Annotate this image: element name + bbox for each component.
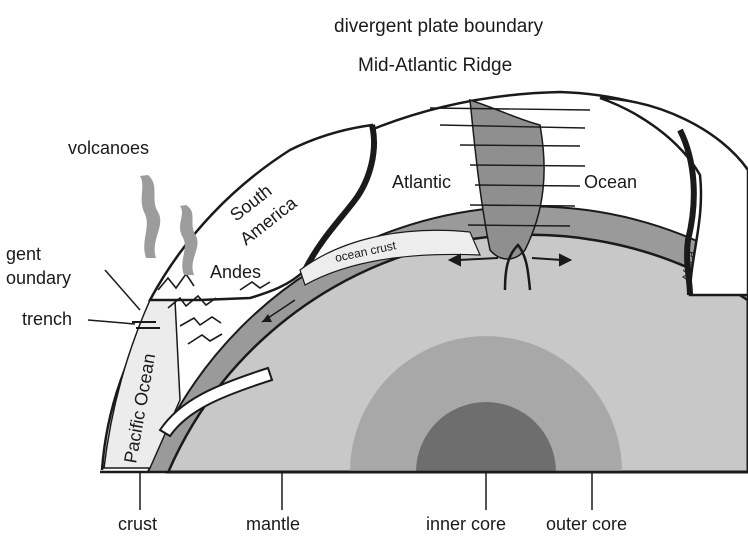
mantle-label: mantle bbox=[246, 514, 300, 534]
volcano-plumes bbox=[140, 175, 198, 275]
inner-core-label: inner core bbox=[426, 514, 506, 534]
atlantic-label: Atlantic bbox=[392, 172, 451, 192]
convergent-boundary-label-1: gent bbox=[6, 244, 41, 264]
convergent-boundary-label-2: oundary bbox=[6, 268, 71, 288]
andes-label: Andes bbox=[210, 262, 261, 282]
outer-core-label: outer core bbox=[546, 514, 627, 534]
ridge-label: Mid-Atlantic Ridge bbox=[358, 55, 512, 76]
crust-label: crust bbox=[118, 514, 157, 534]
trench-label: trench bbox=[22, 309, 72, 329]
divergent-boundary-label: divergent plate boundary bbox=[334, 16, 544, 37]
ocean-label: Ocean bbox=[584, 172, 637, 192]
volcanoes-label: volcanoes bbox=[68, 138, 149, 158]
